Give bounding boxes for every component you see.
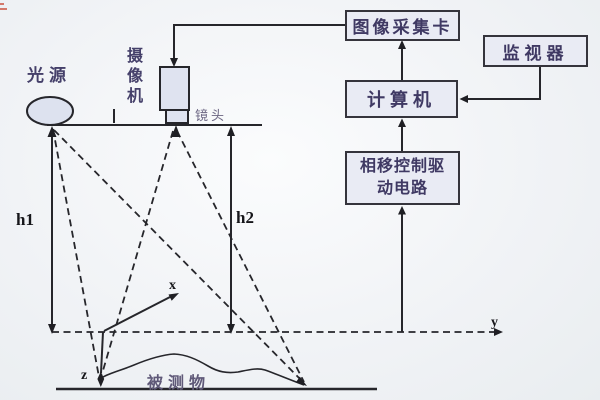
h1-bottom-arrowhead	[48, 324, 56, 334]
light-source-shape	[26, 96, 74, 126]
camera-ray-near	[101, 130, 174, 375]
edge-artifact-mark	[0, 3, 4, 5]
light-apex-arrowhead	[47, 126, 57, 137]
capture-card-arrowhead	[398, 40, 406, 49]
x-axis-line	[103, 295, 173, 332]
camera-label: 摄像机	[124, 47, 141, 107]
camera-top-arrowhead	[170, 58, 178, 67]
lens-apex-arrowhead	[171, 125, 181, 137]
camera-to-capture-card-line	[173, 24, 346, 59]
y-axis-arrowhead	[494, 328, 503, 336]
x-axis-label: x	[169, 278, 176, 293]
light-ray-far	[53, 129, 303, 382]
dashed-rays	[52, 128, 494, 383]
y-axis-label: y	[491, 315, 498, 330]
block-image-capture-card: 图像采集卡	[345, 10, 460, 41]
edge-artifact-mark	[0, 8, 7, 10]
lens-label: 镜头	[195, 108, 228, 123]
block-monitor: 监视器	[483, 35, 588, 67]
camera-body	[159, 66, 190, 111]
h2-dimension-label: h2	[236, 208, 254, 227]
light-ray-near	[52, 128, 100, 378]
z-axis-arrowhead	[97, 371, 105, 387]
block-phase-shift-driver: 相移控制驱动电路	[345, 151, 460, 205]
camera-lens	[165, 109, 189, 124]
z-axis-label: z	[81, 368, 88, 383]
block-computer: 计算机	[345, 80, 458, 118]
solid-connectors	[47, 24, 541, 391]
object-curve	[102, 353, 305, 386]
h2-top-arrowhead	[227, 126, 235, 136]
arrowheads	[47, 40, 503, 387]
light-source-label: 光源	[27, 66, 71, 85]
camera-ray-far	[176, 130, 305, 383]
x-axis-arrowhead	[168, 293, 179, 301]
measured-object-label: 被测物	[147, 375, 211, 392]
z-axis-line	[100, 331, 104, 374]
h1-dimension-label: h1	[16, 210, 34, 229]
far-point-arrowhead	[295, 376, 307, 386]
h2-bottom-arrowhead	[227, 324, 235, 334]
computer-right-arrowhead	[459, 95, 468, 103]
monitor-to-computer-line	[468, 67, 541, 100]
optical-components	[26, 66, 190, 126]
phase-driver-arrowhead	[398, 206, 406, 215]
computer-bottom-arrowhead	[398, 118, 406, 127]
